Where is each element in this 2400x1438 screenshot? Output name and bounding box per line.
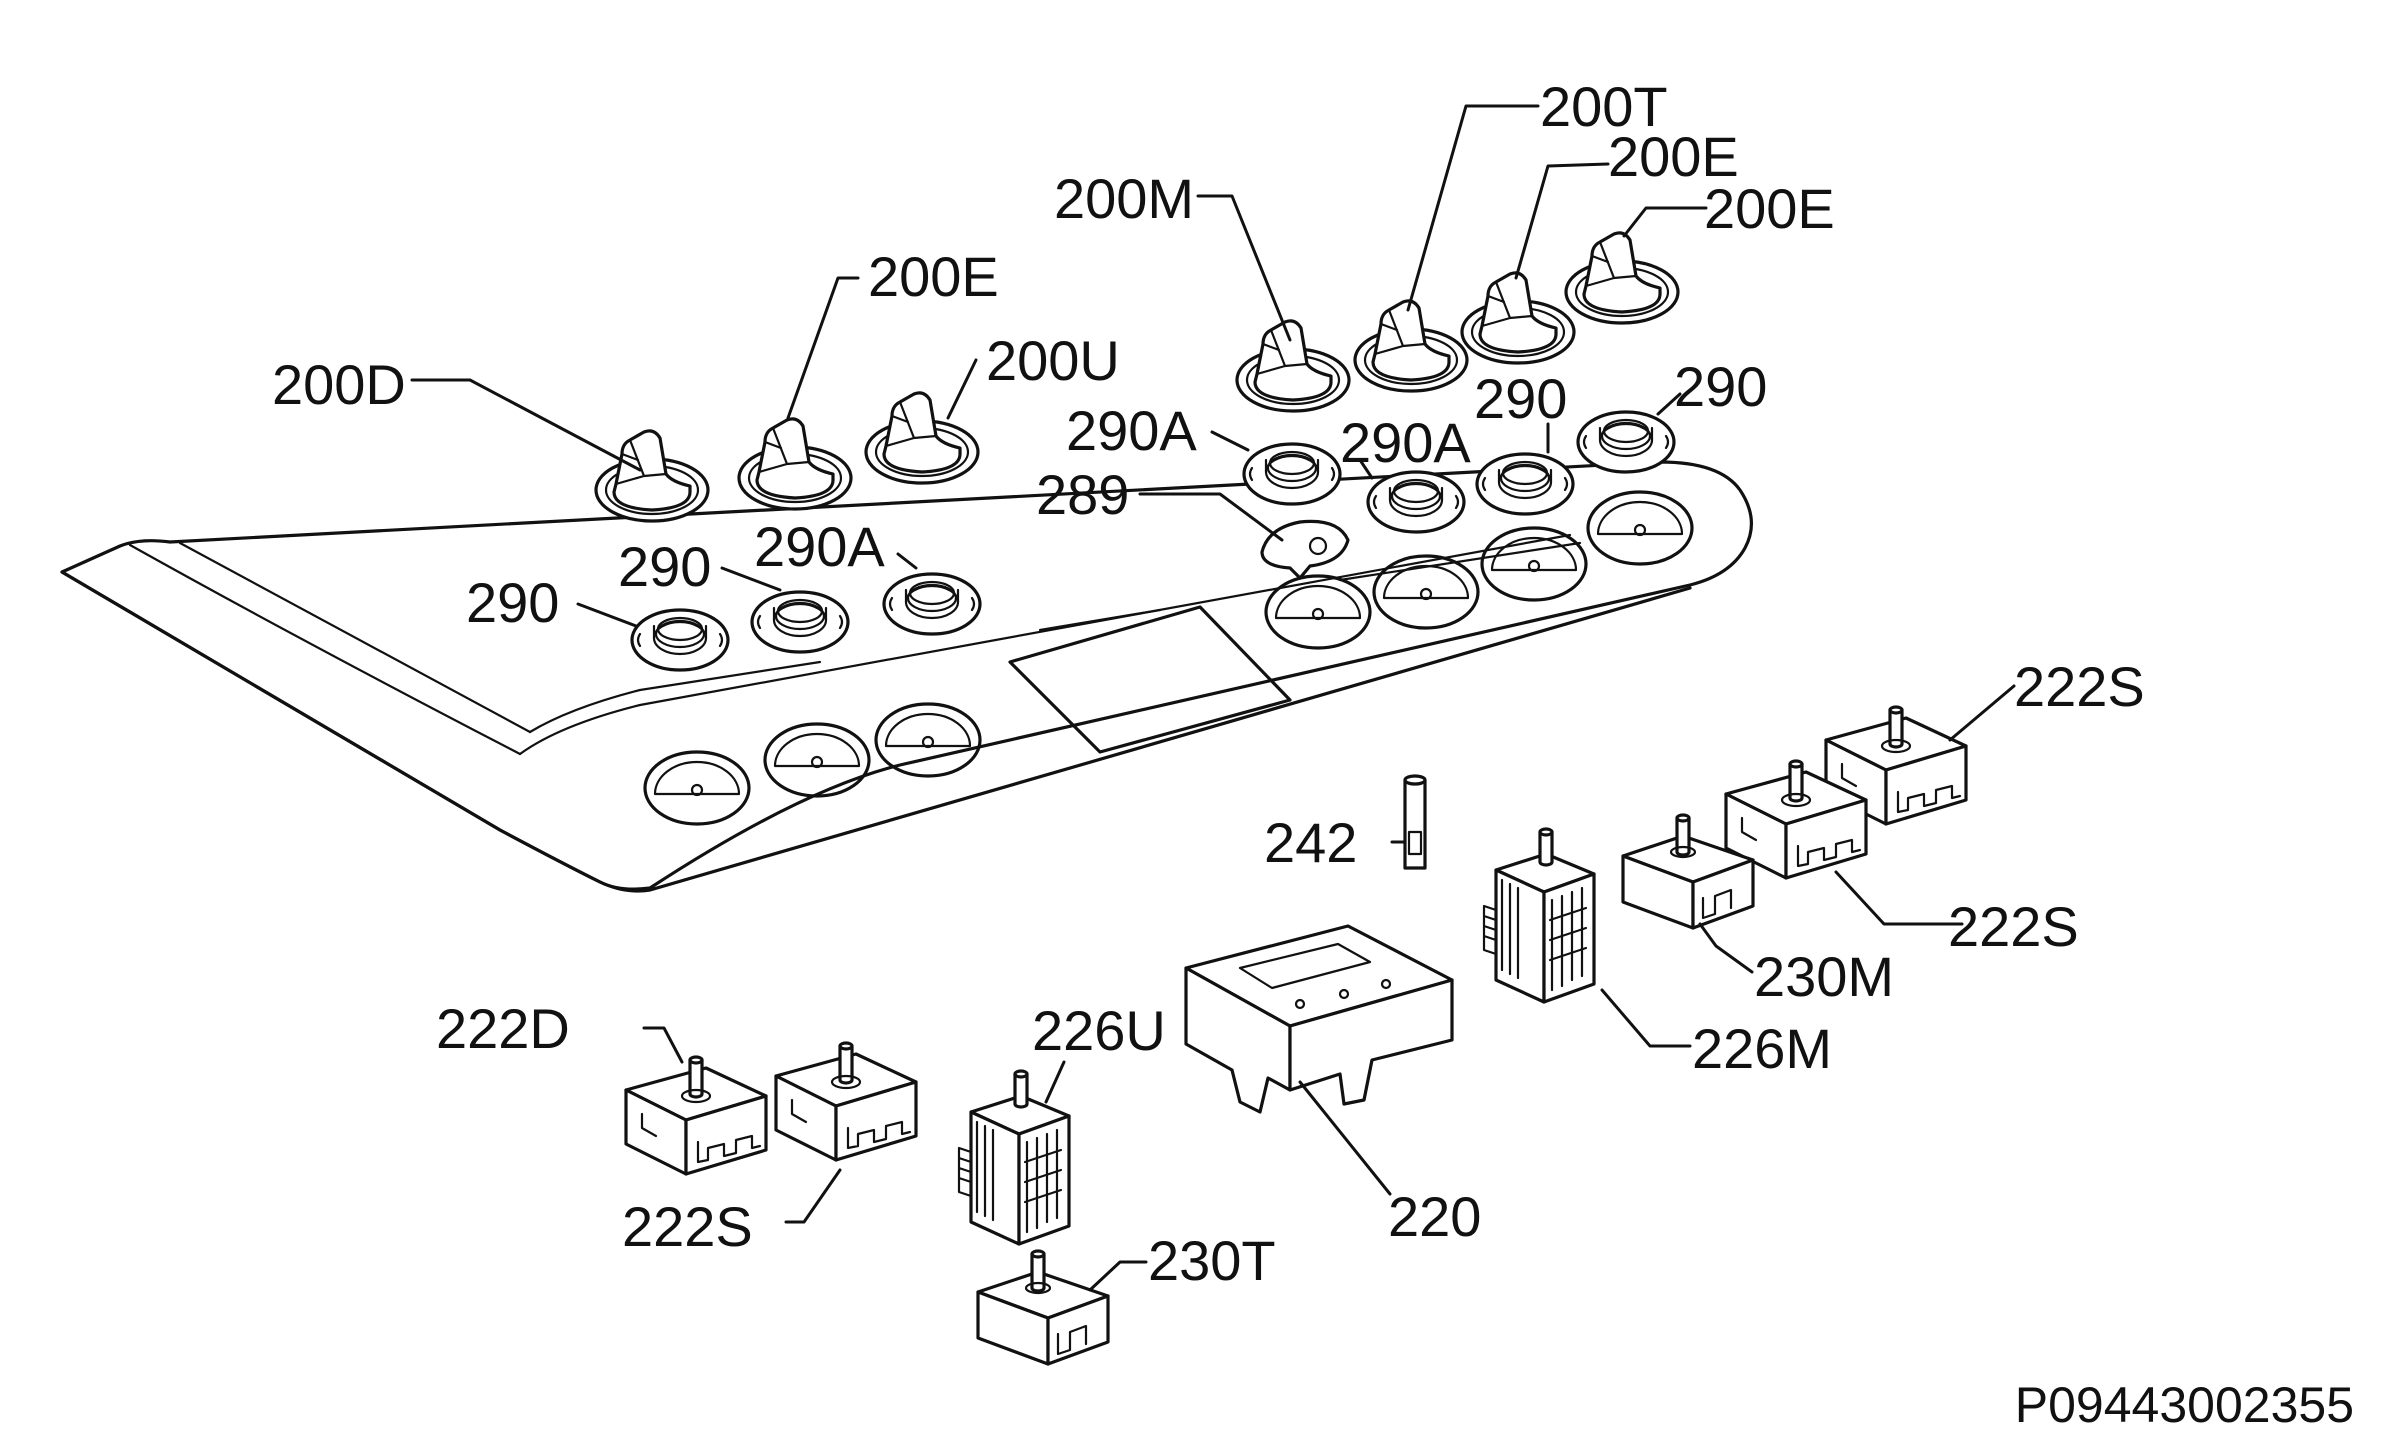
label-200M: 200M — [1054, 167, 1194, 230]
label-242: 242 — [1264, 811, 1357, 874]
label-290-d: 290 — [466, 571, 559, 634]
label-290A-b: 290A — [1340, 411, 1471, 474]
label-230M: 230M — [1754, 945, 1894, 1008]
bezel-290-left — [630, 608, 730, 672]
label-222S-a: 222S — [2014, 655, 2145, 718]
knob-200E-right — [1564, 231, 1680, 325]
regulator-222S-bottom — [774, 1041, 918, 1162]
label-290A-a: 290A — [1066, 399, 1197, 462]
indicator-289 — [1260, 519, 1350, 580]
bezel-290A-upper — [1242, 442, 1342, 506]
label-290-a: 290 — [1474, 367, 1567, 430]
bezel-290-center-left — [750, 590, 850, 654]
label-220: 220 — [1388, 1185, 1481, 1248]
control-panel — [60, 460, 1754, 893]
knob-200U — [864, 391, 980, 485]
selector-226U — [957, 1069, 1071, 1246]
leader-lines — [410, 104, 2016, 1292]
knob-200E-left — [737, 417, 853, 511]
fuse-242 — [1403, 774, 1427, 870]
label-222S-b: 222S — [1948, 895, 2079, 958]
label-290A-c: 290A — [754, 515, 885, 578]
label-289: 289 — [1036, 463, 1129, 526]
drawing-code: P09443002355 — [2015, 1377, 2354, 1433]
label-200U: 200U — [986, 329, 1120, 392]
label-222S-c: 222S — [622, 1195, 753, 1258]
programmer-220 — [1184, 924, 1454, 1114]
label-290-b: 290 — [1674, 355, 1767, 418]
selector-226M — [1482, 827, 1596, 1004]
knob-200M — [1235, 319, 1351, 413]
part-labels: 200D 200E 200U 200M 200T 200E 200E 290A … — [272, 75, 2354, 1433]
thermostat-230T — [976, 1249, 1110, 1366]
label-200E-a: 200E — [868, 245, 999, 308]
bezel-290-mid — [1475, 452, 1575, 516]
knob-200D — [594, 429, 710, 523]
label-200E-b: 200E — [1608, 125, 1739, 188]
label-226M: 226M — [1692, 1017, 1832, 1080]
label-290-c: 290 — [618, 535, 711, 598]
bezel-290A-mid — [1366, 470, 1466, 534]
label-226U: 226U — [1032, 999, 1166, 1062]
label-200E-c: 200E — [1704, 177, 1835, 240]
regulator-222D — [624, 1055, 768, 1176]
knob-200E-mid — [1460, 271, 1576, 365]
bezel-290-right — [1576, 410, 1676, 474]
label-230T: 230T — [1148, 1229, 1276, 1292]
label-200T: 200T — [1540, 75, 1668, 138]
label-200D: 200D — [272, 353, 406, 416]
knob-200T — [1353, 299, 1469, 393]
bezel-290A-left — [882, 572, 982, 636]
label-222D: 222D — [436, 997, 570, 1060]
